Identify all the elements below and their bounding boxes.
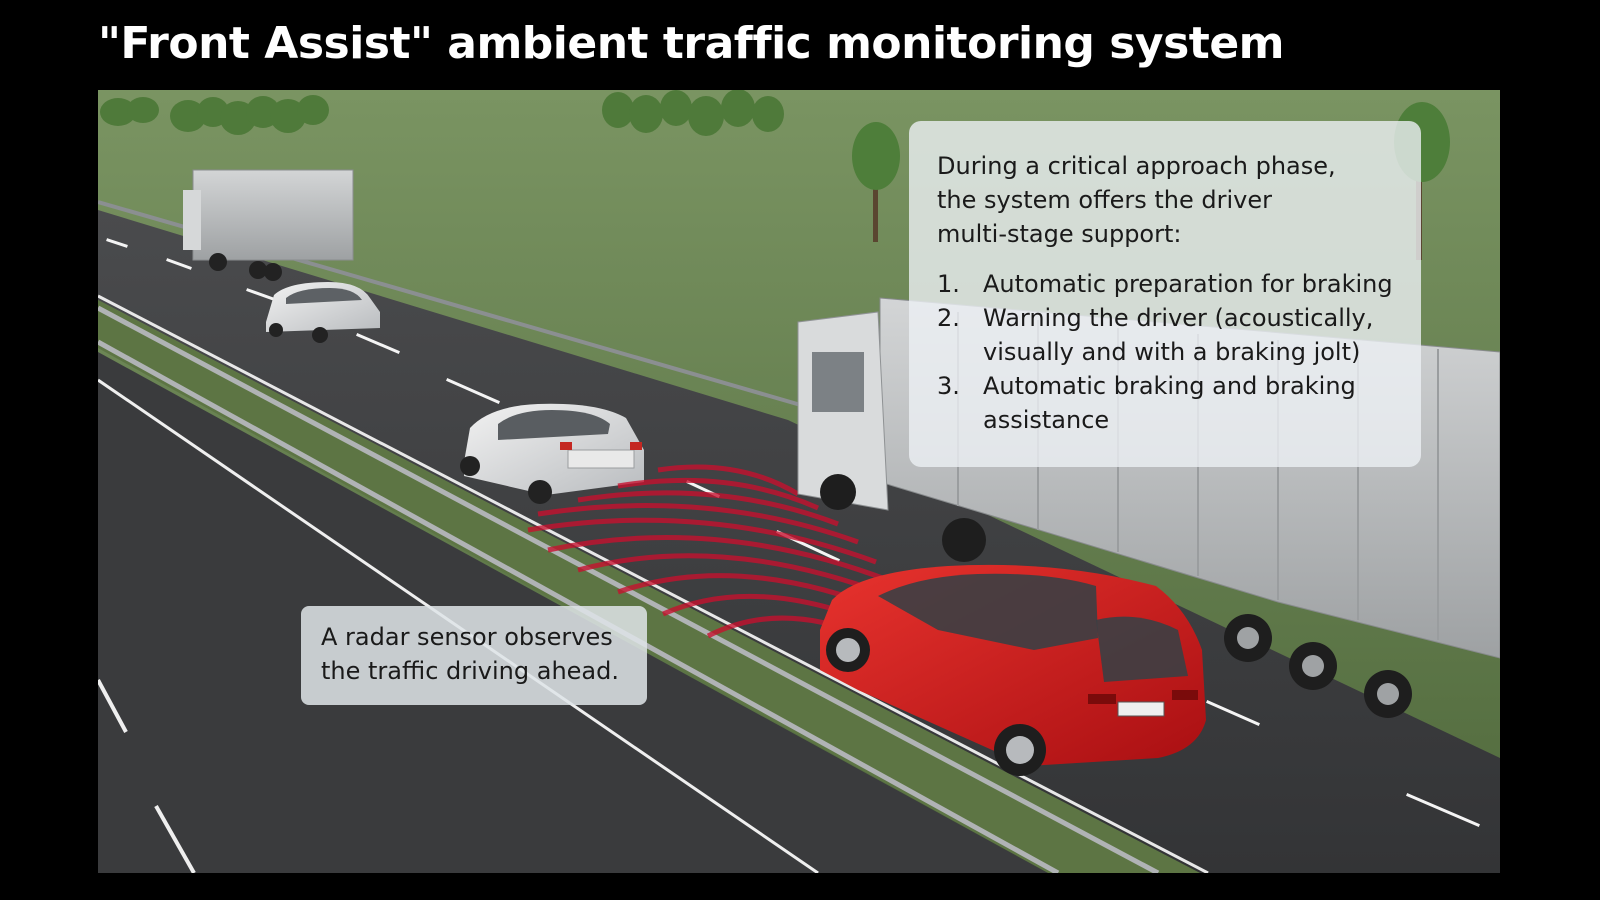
info-box-multistage-support: During a critical approach phase, the sy… <box>909 121 1421 467</box>
radar-sensor-callout: A radar sensor observes the traffic driv… <box>301 606 647 705</box>
info-intro-line: the system offers the driver <box>937 186 1273 214</box>
step-number: 3. <box>937 372 960 400</box>
median-strip <box>98 300 1200 873</box>
far-trees-left <box>100 95 329 135</box>
distant-truck <box>183 169 354 281</box>
far-trees-center <box>602 90 784 136</box>
step-number: 2. <box>937 304 960 332</box>
support-step-2: 2. Warning the driver (acoustically, vis… <box>937 301 1399 369</box>
white-car-middle <box>460 403 644 504</box>
radar-callout-line: A radar sensor observes <box>321 623 613 651</box>
step-text-line: assistance <box>983 406 1110 434</box>
page-title: "Front Assist" ambient traffic monitorin… <box>98 18 1285 69</box>
white-car-far <box>266 282 380 343</box>
opposite-lane-markings <box>98 679 196 873</box>
step-text-line: visually and with a braking jolt) <box>983 338 1361 366</box>
step-text-line: Warning the driver (acoustically, <box>983 304 1374 332</box>
support-step-1: 1. Automatic preparation for braking <box>937 267 1399 301</box>
info-intro-line: During a critical approach phase, <box>937 152 1336 180</box>
radar-callout-line: the traffic driving ahead. <box>321 657 619 685</box>
info-intro: During a critical approach phase, the sy… <box>937 149 1399 251</box>
red-car-ego <box>820 564 1206 776</box>
step-number: 1. <box>937 270 960 298</box>
lane-markings <box>106 238 1480 827</box>
info-intro-line: multi-stage support: <box>937 220 1182 248</box>
step-text-line: Automatic braking and braking <box>983 372 1356 400</box>
step-text-line: Automatic preparation for braking <box>983 270 1393 298</box>
support-step-3: 3. Automatic braking and braking assista… <box>937 369 1399 437</box>
